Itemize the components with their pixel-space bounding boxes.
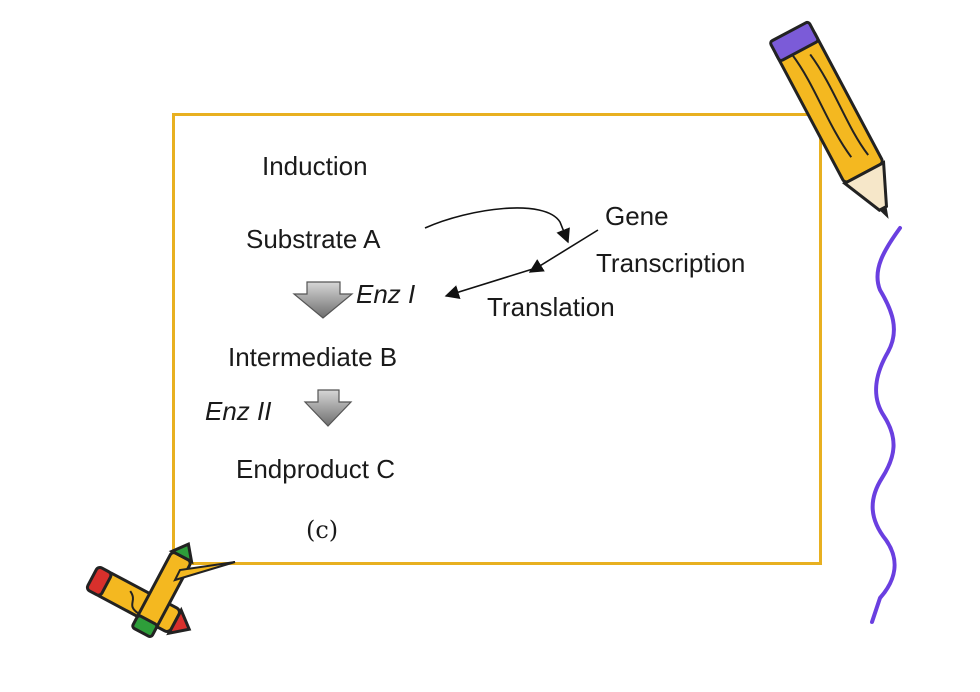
gene-label: Gene (605, 201, 669, 231)
translation-arrow (444, 267, 537, 300)
process-arrow-1 (292, 281, 354, 319)
transcription-label: Transcription (596, 248, 746, 278)
pencil-icon (769, 20, 889, 219)
enzyme-1-label: Enz I (356, 279, 416, 309)
induction-label: Induction (262, 151, 368, 181)
figure-caption: (c) (306, 516, 339, 544)
squiggle-line (870, 226, 902, 624)
intermediate-label: Intermediate B (228, 342, 398, 372)
enzyme-2-label: Enz II (205, 396, 272, 426)
substrate-label: Substrate A (246, 224, 381, 254)
diagram-frame (172, 113, 822, 565)
transcription-arrow (528, 229, 599, 273)
crayon-icon (85, 541, 236, 638)
endproduct-label: Endproduct C (236, 454, 395, 484)
process-arrow-2 (303, 389, 353, 427)
translation-label: Translation (487, 292, 615, 322)
induction-arrow (424, 207, 570, 244)
